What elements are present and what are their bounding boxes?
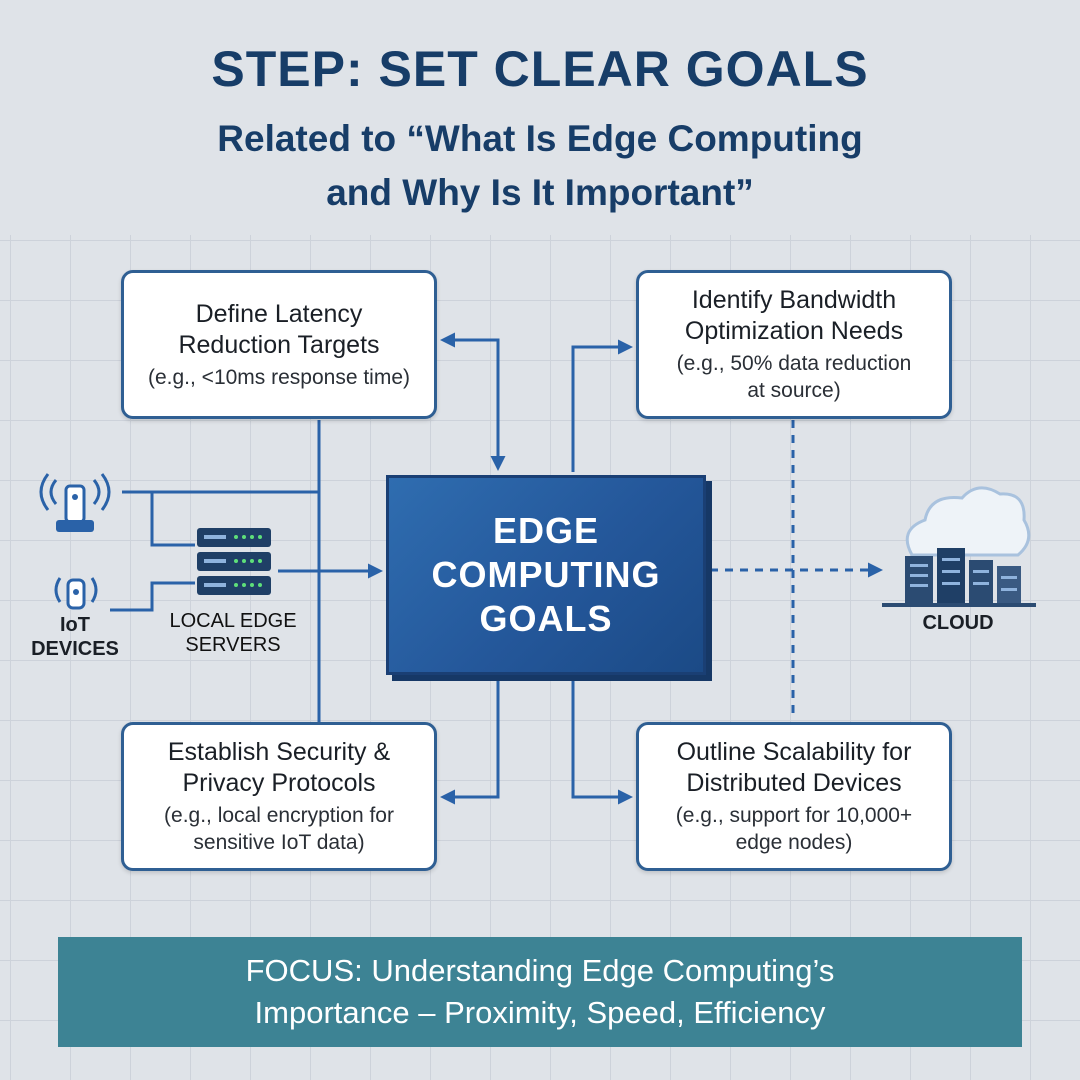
bandwidth-example-line-2: at source) <box>747 379 841 402</box>
goal-box-latency: Define Latency Reduction Targets (e.g., … <box>121 270 437 419</box>
subtitle-line-1: Related to “What Is Edge Computing <box>217 118 863 159</box>
goal-box-security: Establish Security & Privacy Protocols (… <box>121 722 437 871</box>
center-line-2: COMPUTING <box>431 554 661 595</box>
scalability-title-line-1: Outline Scalability for <box>676 738 912 766</box>
bandwidth-title-line-2: Optimization Needs <box>684 317 904 345</box>
focus-line-2: Importance – Proximity, Speed, Efficienc… <box>254 995 826 1030</box>
servers-label-line-1: LOCAL EDGE <box>169 610 297 632</box>
goal-box-scalability: Outline Scalability for Distributed Devi… <box>636 722 952 871</box>
latency-title-line-1: Define Latency <box>195 299 363 328</box>
scalability-example-line-1: (e.g., support for 10,000+ <box>675 804 913 827</box>
scalability-title-line-2: Distributed Devices <box>686 769 902 797</box>
cloud-label: CLOUD <box>922 612 994 634</box>
iot-label-line-2: DEVICES <box>31 638 119 660</box>
center-line-1: EDGE <box>492 510 600 551</box>
iot-devices-label: IoT DEVICES <box>20 613 130 661</box>
focus-line-1: FOCUS: Understanding Edge Computing’s <box>245 953 835 988</box>
security-title-line-1: Establish Security & <box>167 738 391 766</box>
servers-label-line-2: SERVERS <box>185 634 281 656</box>
subtitle-line-2: and Why Is It Important” <box>326 172 754 213</box>
focus-banner: FOCUS: Understanding Edge Computing’s Im… <box>58 937 1022 1047</box>
security-example-line-2: sensitive IoT data) <box>193 831 365 854</box>
bandwidth-connector <box>571 339 633 472</box>
latency-connector <box>440 332 506 471</box>
local-edge-servers-label: LOCAL EDGE SERVERS <box>148 609 318 657</box>
cloud-datacenter-icon <box>882 486 1036 607</box>
bandwidth-example-line-1: (e.g., 50% data reduction <box>676 352 912 375</box>
iot-sensor-icon <box>54 577 98 610</box>
security-example-line-1: (e.g., local encryption for <box>164 804 394 827</box>
scalability-connector <box>571 678 633 805</box>
page-title: STEP: SET CLEAR GOALS <box>211 41 869 97</box>
server-rack-icon <box>197 528 271 595</box>
wifi-router-icon <box>39 473 111 532</box>
latency-example: (e.g., <10ms response time) <box>147 365 411 389</box>
iot-sensor-connector <box>110 581 195 612</box>
header-area <box>0 0 1080 235</box>
latency-title-line-2: Reduction Targets <box>178 330 380 359</box>
security-connector <box>440 678 500 805</box>
bandwidth-title-line-1: Identify Bandwidth <box>691 286 897 314</box>
iot-label-line-1: IoT <box>60 614 90 636</box>
scalability-example-line-2: edge nodes) <box>735 831 853 854</box>
security-title-line-2: Privacy Protocols <box>182 769 376 797</box>
goal-box-bandwidth: Identify Bandwidth Optimization Needs (e… <box>636 270 952 419</box>
page-subtitle: Related to “What Is Edge Computing and W… <box>0 112 1080 220</box>
center-goals-block: EDGE COMPUTING GOALS <box>386 475 706 675</box>
center-line-3: GOALS <box>479 598 613 639</box>
